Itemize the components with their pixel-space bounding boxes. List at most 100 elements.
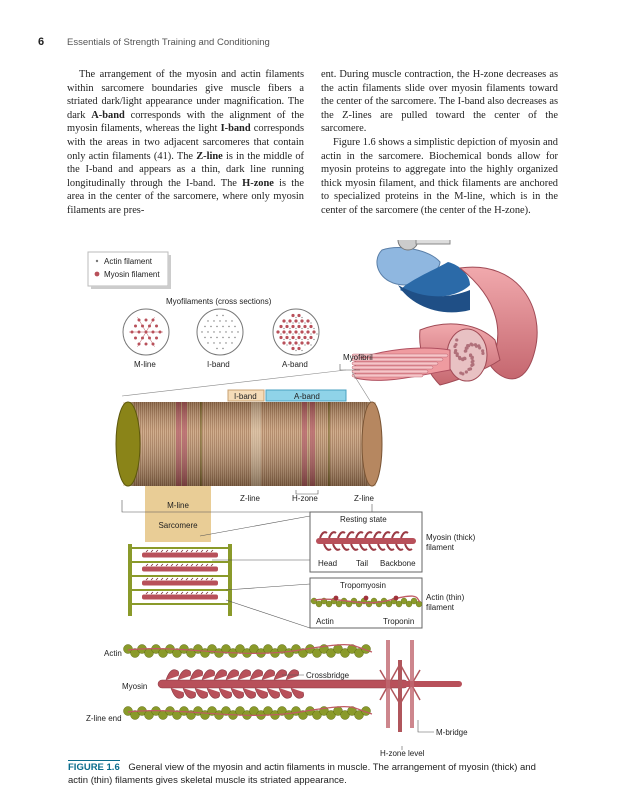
myosin-head — [386, 543, 395, 551]
fascicle-dot — [464, 349, 468, 353]
fascicle-dot — [468, 353, 473, 358]
actin-dot-icon — [95, 259, 99, 263]
bold-term: H-zone — [242, 177, 274, 189]
sarcomere-schematic — [128, 544, 232, 616]
myosin-head — [195, 577, 199, 581]
myosin-head — [150, 591, 154, 595]
cross-label-m-line: M-line — [134, 360, 156, 369]
fascicle-dot — [470, 343, 474, 347]
fascicle-dot — [481, 349, 485, 353]
myosin-dot — [285, 324, 289, 329]
fascicle-dot — [465, 346, 469, 350]
myosin-head — [200, 577, 204, 581]
myosin-head — [337, 531, 346, 539]
crossbridge-head — [290, 687, 304, 699]
myosin-head — [404, 543, 413, 551]
myosin-dot — [291, 324, 295, 329]
cross-section-a-band — [272, 308, 320, 356]
myosin-head — [200, 563, 204, 567]
sarcomere-region — [145, 486, 211, 542]
actin-dot — [292, 344, 294, 346]
text-run: corresponds with the areas in two adjace… — [67, 123, 304, 162]
muscle-figure: Actin filament Myosin filament Myofilame… — [86, 240, 538, 758]
crossbridge-label: Crossbridge — [306, 671, 350, 680]
myosin-dot — [300, 319, 304, 323]
actin-dot — [222, 314, 224, 317]
actin-dot — [216, 336, 218, 339]
actin-dot — [304, 344, 306, 346]
myosin-head — [350, 543, 359, 551]
myosin-head — [150, 549, 154, 553]
myosin-head — [373, 531, 382, 539]
figure-label: FIGURE 1.6 — [68, 760, 120, 773]
text-run: is in the middle of the I-band and appea… — [67, 150, 304, 189]
myosin-head — [195, 563, 199, 567]
text-run: The arrangement of the myosin and actin … — [67, 69, 304, 121]
crossbridge-head — [261, 669, 275, 681]
myosin-head — [145, 549, 149, 553]
cross-sections-title: Myofilaments (cross sections) — [166, 297, 272, 306]
actin-bead — [400, 597, 408, 605]
myosin-dot — [134, 336, 137, 340]
h-zone-label: H-zone — [292, 494, 318, 503]
myosin-head — [160, 577, 164, 581]
m-bridge-line — [145, 317, 155, 333]
myosin-dot — [297, 324, 301, 329]
myosin-strand — [142, 566, 218, 572]
actin-dot — [225, 331, 227, 333]
fascicle-dot — [454, 342, 458, 347]
myosin-dot — [297, 335, 301, 340]
myosin-head — [205, 577, 209, 581]
myosin-thick-filament — [157, 679, 409, 689]
myosin-head — [165, 591, 169, 595]
myosin-dot — [306, 330, 310, 334]
myosin-head — [205, 563, 209, 567]
actin-dot — [216, 347, 218, 350]
myosin-dot — [309, 335, 313, 340]
myosin-head — [190, 549, 194, 553]
myosin-dot — [279, 324, 283, 329]
myosin-head — [170, 577, 174, 581]
myosin-dot — [279, 335, 283, 340]
tail-label: Tail — [356, 559, 368, 568]
myosin-head — [145, 591, 149, 595]
actin-bead — [395, 600, 403, 608]
actin-dot — [201, 331, 203, 333]
actin-dot — [304, 333, 306, 335]
myosin-dot — [312, 330, 316, 334]
cross-section-i-band — [196, 308, 244, 356]
actin-dot — [289, 338, 291, 341]
cross-label-a-band: A-band — [282, 360, 308, 369]
myosin-head — [382, 531, 391, 539]
actin-dot — [307, 338, 309, 341]
m-bridge-line — [145, 331, 155, 347]
body-paragraph: The arrangement of the myosin and actin … — [67, 68, 304, 218]
legend: Actin filament Myosin filament — [87, 251, 171, 289]
myosin-head — [155, 549, 159, 553]
myosin-head — [195, 591, 199, 595]
myosin-head — [160, 563, 164, 567]
crossbridge-head — [189, 669, 203, 681]
crossbridge-head — [237, 669, 251, 681]
actin-dot — [295, 338, 297, 341]
myofibril-label: Myofibril — [343, 353, 373, 362]
fibril — [351, 353, 449, 358]
m-bridge-line — [137, 317, 147, 333]
actin-dot — [228, 325, 230, 328]
crossbridge-head — [273, 669, 287, 681]
z-line-label-1: Z-line — [240, 494, 261, 503]
myosin-head — [205, 549, 209, 553]
actin-bead — [410, 597, 418, 605]
myosin-filament-label-1: Myosin (thick) — [426, 533, 476, 542]
actin-dot — [216, 314, 218, 317]
crossbridge-head — [182, 687, 196, 699]
actin-dot — [283, 338, 285, 341]
myosin-head — [185, 549, 189, 553]
myosin-detail-box — [309, 511, 423, 573]
myosin-head — [165, 577, 169, 581]
crossbridge-head — [165, 669, 179, 681]
myosin-filament-label-2: filament — [426, 543, 455, 552]
actin-dot — [213, 320, 215, 322]
m-line-label: M-line — [167, 501, 189, 510]
h-zone-level-label: H-zone level — [380, 749, 425, 758]
